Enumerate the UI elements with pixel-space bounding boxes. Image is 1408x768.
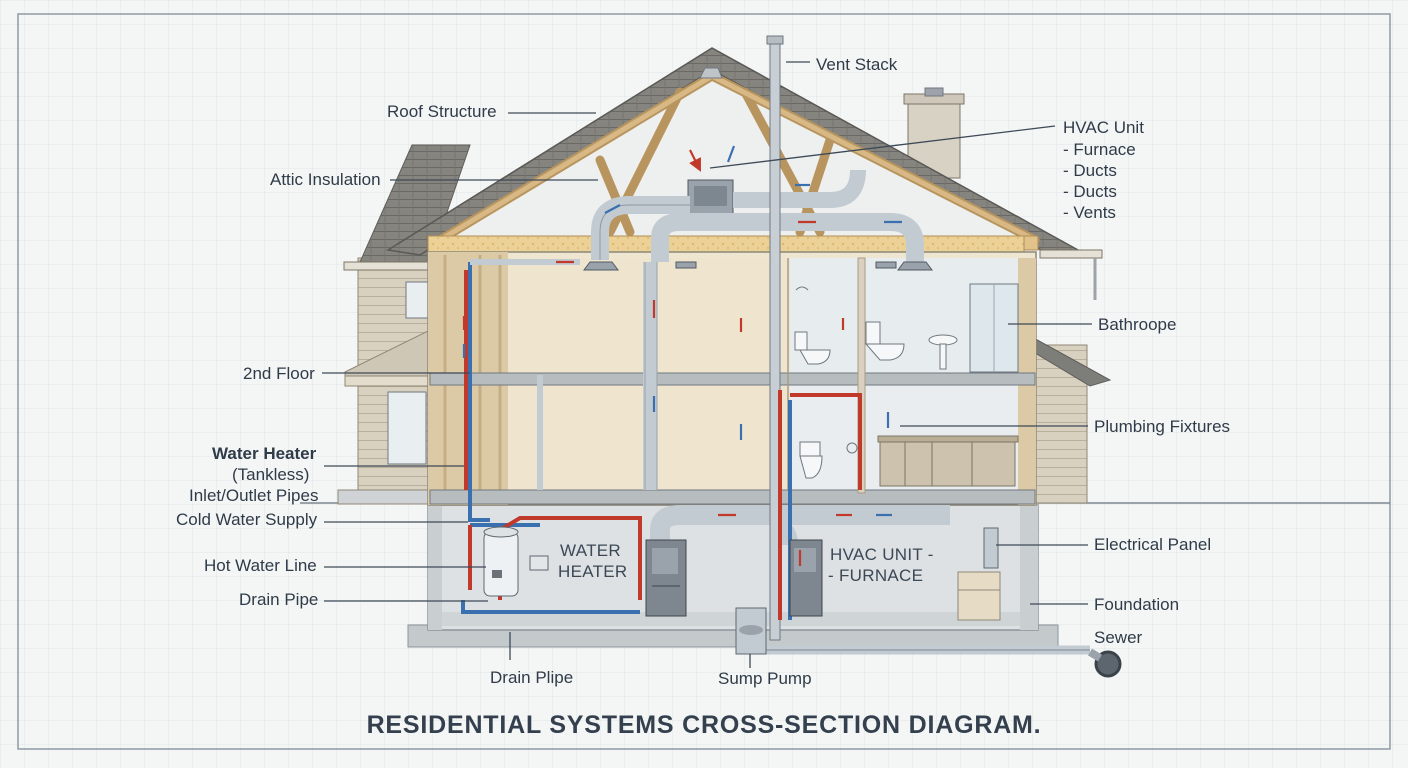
inlet-outlet-label: Inlet/Outlet Pipes bbox=[189, 486, 319, 505]
wall-fixture bbox=[846, 442, 858, 454]
shower-head bbox=[795, 286, 809, 291]
storage-box bbox=[957, 571, 1001, 621]
basement-wall-right bbox=[1020, 505, 1038, 630]
first-floor-deck bbox=[429, 489, 1036, 505]
chimney-flue bbox=[924, 87, 944, 97]
hvac-item-ducts-2: - Ducts bbox=[1063, 182, 1117, 201]
porch-overhang bbox=[344, 375, 436, 387]
water-heater-tank bbox=[483, 526, 519, 597]
upper-left-window bbox=[405, 281, 429, 319]
right-gutter bbox=[1039, 249, 1103, 259]
cold-water-supply-label: Cold Water Supply bbox=[176, 510, 318, 529]
vent-stack-label: Vent Stack bbox=[816, 55, 898, 74]
left-gutter bbox=[343, 261, 435, 271]
electrical-panel-box bbox=[983, 527, 999, 569]
toilet-lower bbox=[799, 441, 823, 479]
second-floor-label: 2nd Floor bbox=[243, 364, 315, 383]
plumbing-fixtures-label: Plumbing Fixtures bbox=[1094, 417, 1231, 436]
left-steps bbox=[337, 489, 434, 505]
hot-water-line-label: Hot Water Line bbox=[204, 556, 317, 575]
attic-insulation bbox=[427, 235, 1025, 253]
wall-heater-unit bbox=[529, 555, 549, 571]
hvac-furnace-room-label-2: - FURNACE bbox=[828, 566, 924, 585]
drain-pipe-left-label: Drain Pipe bbox=[239, 590, 319, 609]
sump-pump-label: Sump Pump bbox=[718, 669, 812, 688]
furnace-left bbox=[645, 539, 687, 617]
drain-pipe-bottom-label: Drain Plipe bbox=[490, 668, 574, 687]
ridge-vent bbox=[699, 67, 723, 79]
attic-ductwork bbox=[583, 169, 933, 490]
foundation-label: Foundation bbox=[1094, 595, 1180, 614]
sewer-label: Sewer bbox=[1094, 628, 1143, 647]
leader-lines bbox=[322, 61, 1092, 668]
left-window bbox=[387, 391, 427, 465]
second-floor-deck bbox=[429, 372, 1036, 386]
water-pipes bbox=[461, 259, 862, 620]
vanity-cabinet bbox=[877, 435, 1019, 487]
furnace-right bbox=[789, 539, 823, 617]
bathroom-label: Bathroope bbox=[1098, 315, 1177, 334]
hvac-item-vents: - Vents bbox=[1063, 203, 1116, 222]
frame-border bbox=[17, 13, 1391, 750]
sewer-outlet bbox=[1094, 650, 1122, 678]
hvac-item-furnace: - Furnace bbox=[1063, 140, 1136, 159]
water-heater-room-label-2: HEATER bbox=[558, 562, 628, 581]
hvac-furnace-room-label-1: HVAC UNIT - bbox=[830, 545, 934, 564]
water-heater-room-label-1: WATER bbox=[560, 541, 621, 560]
hvac-unit-label: HVAC Unit bbox=[1063, 118, 1144, 137]
tankless-label: (Tankless) bbox=[232, 465, 310, 484]
electrical-panel-label: Electrical Panel bbox=[1094, 535, 1212, 554]
partition-wall bbox=[857, 257, 866, 494]
toilet-upper-2 bbox=[794, 331, 831, 365]
hvac-item-ducts-1: - Ducts bbox=[1063, 161, 1117, 180]
toilet-upper-1 bbox=[864, 321, 905, 361]
flow-arrows bbox=[462, 145, 902, 566]
attic-insulation-label: Attic Insulation bbox=[270, 170, 381, 189]
roof-structure-label: Roof Structure bbox=[387, 102, 497, 121]
diagram-title: RESIDENTIAL SYSTEMS CROSS-SECTION DIAGRA… bbox=[366, 711, 1042, 739]
water-heater-label: Water Heater bbox=[212, 444, 317, 463]
basement-slab bbox=[442, 612, 1020, 626]
